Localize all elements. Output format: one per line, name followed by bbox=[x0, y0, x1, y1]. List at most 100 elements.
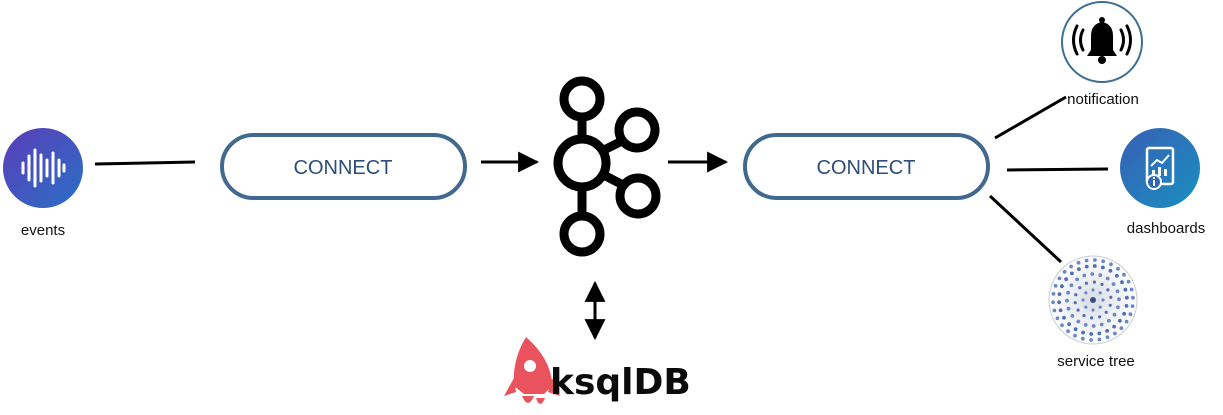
service-tree-node-dot bbox=[1098, 315, 1102, 319]
service-tree-node-dot bbox=[1101, 265, 1105, 270]
service-tree-node-dot bbox=[1062, 315, 1066, 320]
dashboard-report-icon bbox=[1145, 146, 1175, 190]
service-tree-node-dot bbox=[1130, 304, 1135, 308]
service-tree-node-dot bbox=[1084, 305, 1088, 309]
service-tree-node bbox=[1048, 255, 1138, 345]
service-tree-node-dot bbox=[1090, 272, 1095, 276]
service-tree-node-dot bbox=[1067, 322, 1071, 327]
bell-icon bbox=[1072, 17, 1132, 64]
service-tree-node-dot bbox=[1123, 287, 1128, 292]
service-tree-node-dot bbox=[1076, 308, 1080, 312]
service-tree-node-dot bbox=[1064, 277, 1068, 282]
service-tree-node-dot bbox=[1129, 287, 1134, 292]
service-tree-node-dot bbox=[1070, 271, 1074, 276]
connect-left-pill bbox=[220, 133, 467, 200]
service-tree-node-dot bbox=[1076, 260, 1081, 265]
connectors bbox=[94, 95, 1109, 341]
service-tree-node-dot bbox=[1073, 301, 1077, 305]
service-tree-node-dot bbox=[1125, 295, 1129, 300]
service-tree-node-dot bbox=[1057, 292, 1062, 296]
service-tree-node-dot bbox=[1128, 312, 1133, 317]
service-tree-node-dot bbox=[1116, 305, 1120, 310]
service-tree-node-dot bbox=[1109, 295, 1113, 299]
service-tree-node-dot bbox=[1107, 318, 1111, 323]
service-tree-node-dot bbox=[1075, 277, 1079, 282]
service-tree-node-dot bbox=[1111, 282, 1116, 286]
service-tree-node-dot bbox=[1101, 298, 1105, 302]
service-tree-node-dot bbox=[1077, 267, 1081, 271]
dashboards-node bbox=[1120, 128, 1200, 208]
service-tree-node-dot bbox=[1120, 280, 1124, 285]
service-tree-node-dot bbox=[1118, 318, 1122, 323]
service-tree-node-dot bbox=[1081, 298, 1085, 302]
connect-right-node: CONNECT bbox=[743, 133, 990, 200]
service-tree-node-dot bbox=[1057, 276, 1062, 281]
service-tree-node-dot bbox=[1081, 330, 1085, 335]
service-tree-node-dot bbox=[1076, 319, 1081, 324]
service-tree-graph-icon bbox=[1051, 258, 1135, 342]
service-tree-node-dot bbox=[1092, 280, 1096, 284]
service-tree-node-dot bbox=[1109, 262, 1113, 267]
soundwave-icon bbox=[21, 148, 66, 188]
service-tree-node-dot bbox=[1082, 273, 1087, 278]
service-tree-node-dot bbox=[1105, 329, 1109, 333]
service-tree-node-dot bbox=[1105, 335, 1110, 340]
service-tree-node-dot bbox=[1117, 297, 1121, 302]
service-tree-root-dot bbox=[1090, 297, 1096, 303]
service-tree-node-dot bbox=[1113, 331, 1117, 336]
service-tree-node-dot bbox=[1084, 281, 1088, 285]
service-tree-node-dot bbox=[1115, 273, 1119, 278]
service-tree-node-dot bbox=[1089, 332, 1094, 336]
service-tree-node-dot bbox=[1083, 323, 1088, 327]
service-tree-node-dot bbox=[1104, 310, 1108, 314]
service-tree-node-dot bbox=[1053, 283, 1058, 288]
service-tree-node-dot bbox=[1060, 284, 1064, 289]
service-tree-node-dot bbox=[1058, 308, 1063, 313]
events-icon-background bbox=[3, 128, 83, 208]
service-tree-node-dot bbox=[1105, 276, 1110, 281]
service-tree-node-dot bbox=[1069, 264, 1073, 269]
events-label: events bbox=[20, 222, 66, 239]
service-tree-node-dot bbox=[1078, 286, 1082, 290]
service-tree-node-dot bbox=[1106, 288, 1110, 292]
service-tree-node-dot bbox=[1108, 303, 1112, 307]
service-tree-node-dot bbox=[1090, 316, 1094, 320]
connect-left-label: CONNECT bbox=[294, 157, 393, 179]
service-tree-node-dot bbox=[1097, 331, 1102, 336]
dashboards-label: dashboards bbox=[1126, 220, 1206, 237]
service-tree-node-dot bbox=[1066, 290, 1070, 295]
service-tree-node-dot bbox=[1055, 316, 1060, 321]
service-tree-node-dot bbox=[1122, 311, 1126, 316]
service-tree-node-dot bbox=[1073, 327, 1078, 332]
service-tree-node-dot bbox=[1084, 291, 1088, 295]
service-tree-node-dot bbox=[1051, 292, 1056, 296]
service-tree-node-dot bbox=[1124, 304, 1129, 308]
ksqldb-node: ksqlDB bbox=[504, 337, 691, 404]
service-tree-node-dot bbox=[1108, 268, 1113, 273]
service-tree-node-dot bbox=[1070, 314, 1075, 318]
service-tree-node-dot bbox=[1126, 279, 1131, 284]
kafka-logo-icon bbox=[553, 76, 661, 257]
service-tree-node-dot bbox=[1051, 300, 1055, 305]
service-tree-node-dot bbox=[1066, 306, 1071, 311]
service-tree-node-dot bbox=[1084, 264, 1089, 269]
service-tree-node-dot bbox=[1062, 269, 1067, 274]
service-tree-node-dot bbox=[1097, 337, 1102, 342]
connect-to-notification-line bbox=[994, 95, 1067, 140]
service-tree-node-dot bbox=[1101, 259, 1106, 264]
service-tree-node-dot bbox=[1057, 300, 1061, 305]
service-tree-node-dot bbox=[1122, 272, 1126, 277]
service-tree-node-dot bbox=[1052, 308, 1057, 313]
connect-to-dashboards-line bbox=[1006, 167, 1109, 172]
service-tree-node-dot bbox=[1119, 326, 1124, 331]
service-tree-node-dot bbox=[1065, 298, 1069, 303]
service-tree-node-dot bbox=[1112, 324, 1116, 329]
events-node bbox=[3, 128, 83, 208]
service-tree-node-dot bbox=[1091, 288, 1095, 292]
service-tree-node-dot bbox=[1099, 322, 1104, 327]
service-tree-node-dot bbox=[1084, 258, 1089, 263]
service-tree-node-dot bbox=[1098, 291, 1102, 295]
service-tree-label: service tree bbox=[1057, 353, 1135, 370]
